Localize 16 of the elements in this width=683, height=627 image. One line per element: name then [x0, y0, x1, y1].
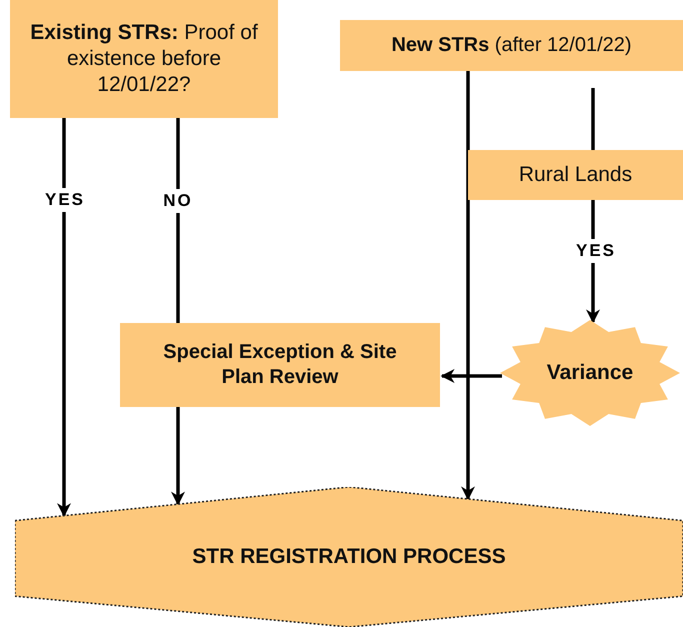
node-text: Existing STRs: Proof of existence before 12/01/22? [29, 20, 259, 98]
node-text: Special Exception & Site Plan Review [162, 340, 398, 390]
start-box [340, 20, 683, 71]
arrow [461, 71, 475, 500]
variance-starburst [500, 320, 680, 426]
node-text: Variance [546, 360, 634, 386]
node-text: STR REGISTRATION PROCESS [192, 544, 506, 570]
node-text: Rural Lands [518, 162, 632, 188]
process-hexagon [15, 487, 683, 627]
process-box [120, 323, 440, 407]
process-box [468, 150, 683, 200]
arrow [57, 118, 71, 518]
arrow [440, 369, 502, 383]
node-text: New STRs (after 12/01/22) [391, 33, 632, 58]
arrow [171, 407, 185, 506]
question-box [10, 0, 278, 118]
